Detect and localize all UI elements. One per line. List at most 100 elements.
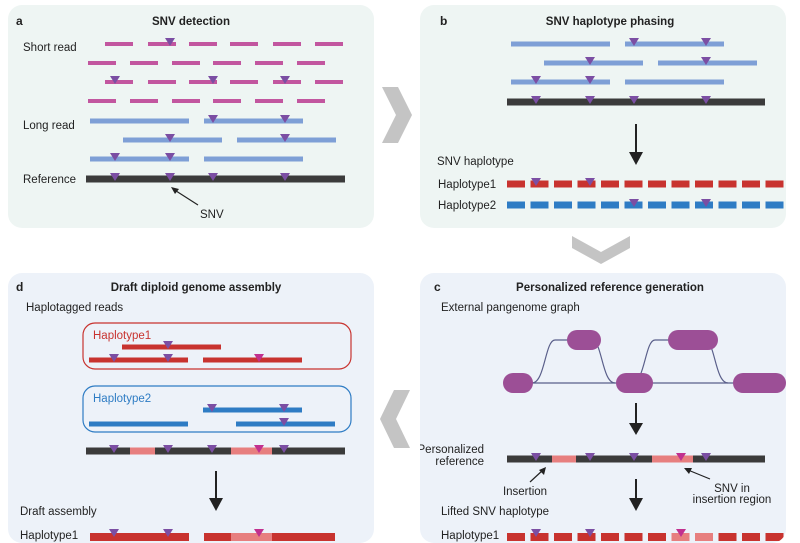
long-read-label: Long read [23,120,75,132]
haplotype2-read [203,407,302,413]
graph-node [668,330,718,350]
short-read [105,42,133,46]
snv-marker-icon [629,96,639,104]
haplotype2-segment [530,201,549,209]
snv-marker-icon [279,418,289,426]
haplotype2-label: Haplotype2 [438,200,496,212]
snv-marker-icon [676,453,686,461]
panel-letter: a [16,14,23,28]
haplotype1-read [122,344,221,350]
short-read [189,80,217,84]
haplotype2-read [236,421,335,427]
haplotype2-segment [742,201,760,209]
haplotype1-segment [765,180,784,188]
haplotype2-segment [765,201,784,209]
lifted-haplotype1-segment [554,533,572,541]
snv-pointer-arrow [172,188,199,206]
short-read [297,61,325,65]
panel-title: Personalized reference generation [516,282,704,294]
arrowhead-icon [684,468,692,474]
short-read [255,99,283,103]
snv-marker-icon [163,354,173,362]
snv-marker-icon [163,445,173,453]
snv-haplotype-label: SNV haplotype [437,156,514,168]
snv-marker-icon [208,76,218,84]
snv-marker-icon [585,178,595,186]
snv-marker-icon [279,445,289,453]
snv-label: SNV [200,209,224,221]
snv-marker-icon [701,199,711,207]
haplotype1-group-box [82,322,352,370]
long-read [123,137,222,143]
snv-insertion-label-line1: SNV in [714,483,750,495]
snv-marker-icon [629,199,639,207]
snv-marker-icon [110,76,120,84]
arrow-down-icon [629,152,643,165]
short-read [297,99,325,103]
haplotype1-segment [648,180,666,188]
snv-marker-icon [165,153,175,161]
panel-title: Draft diploid genome assembly [111,282,282,294]
snv-marker-icon [280,173,290,181]
haplotype2-box-label: Haplotype2 [93,393,151,405]
personalized-reference-bar [507,455,765,463]
draft-assembly-label: Draft assembly [20,506,97,518]
short-read [273,42,301,46]
snv-marker-icon [585,96,595,104]
haplotype1-segment [601,180,619,188]
panel-c-diagram: c Personalized reference generation Exte… [420,280,786,542]
short-read [273,80,301,84]
haplotype2-segment [601,201,619,209]
snv-marker-icon [163,341,173,349]
snv-marker-icon [531,453,541,461]
long-read [658,60,757,66]
insertion-region [652,455,693,463]
short-read-label: Short read [23,42,77,54]
haplotype2-segment [648,201,666,209]
snv-marker-icon [531,76,541,84]
lifted-haplotype1-segment [695,533,713,541]
lifted-haplotype1-segment [601,533,619,541]
snv-marker-icon [254,354,264,362]
short-read [130,61,158,65]
short-read [315,80,343,84]
insertion-region [130,447,155,455]
lifted-snv-haplotype-label: Lifted SNV haplotype [441,506,549,518]
graph-node [616,373,653,393]
snv-marker-icon [585,57,595,65]
snv-marker-icon [585,453,595,461]
pangenome-graph-label: External pangenome graph [441,302,580,314]
haplotype1-segment [695,180,713,188]
lifted-haplotype1-segment [648,533,666,541]
lifted-haplotype1-segment [530,533,549,541]
haplotype1-segment [624,180,643,188]
haplotype2-segment [507,201,525,209]
reference-label: Reference [23,174,76,186]
snv-marker-icon [279,404,289,412]
short-read [255,61,283,65]
long-read [90,156,189,162]
panel-d-diagram: d Draft diploid genome assembly Haplotag… [16,280,352,542]
snv-marker-icon [109,445,119,453]
long-read [511,79,610,85]
snv-marker-icon [701,96,711,104]
short-read [88,99,116,103]
long-read [544,60,643,66]
haplotype2-read [89,421,188,427]
long-read [625,41,724,47]
snv-marker-icon [701,453,711,461]
haplotype1-box-label: Haplotype1 [93,330,151,342]
haplotagged-reads-label: Haplotagged reads [26,302,123,314]
haplotype2-group-box [82,385,352,433]
haplotype2-segment [718,201,737,209]
short-read [148,42,176,46]
snv-marker-icon [207,445,217,453]
reference-bar [507,98,765,106]
panel-draft-diploid-assembly: d Draft diploid genome assembly Haplotag… [8,273,374,543]
short-read [315,42,343,46]
snv-marker-icon [280,134,290,142]
insertion-region [552,455,576,463]
long-read [237,137,336,143]
haplotype1-read [89,357,188,363]
haplotype1-segment [671,180,690,188]
